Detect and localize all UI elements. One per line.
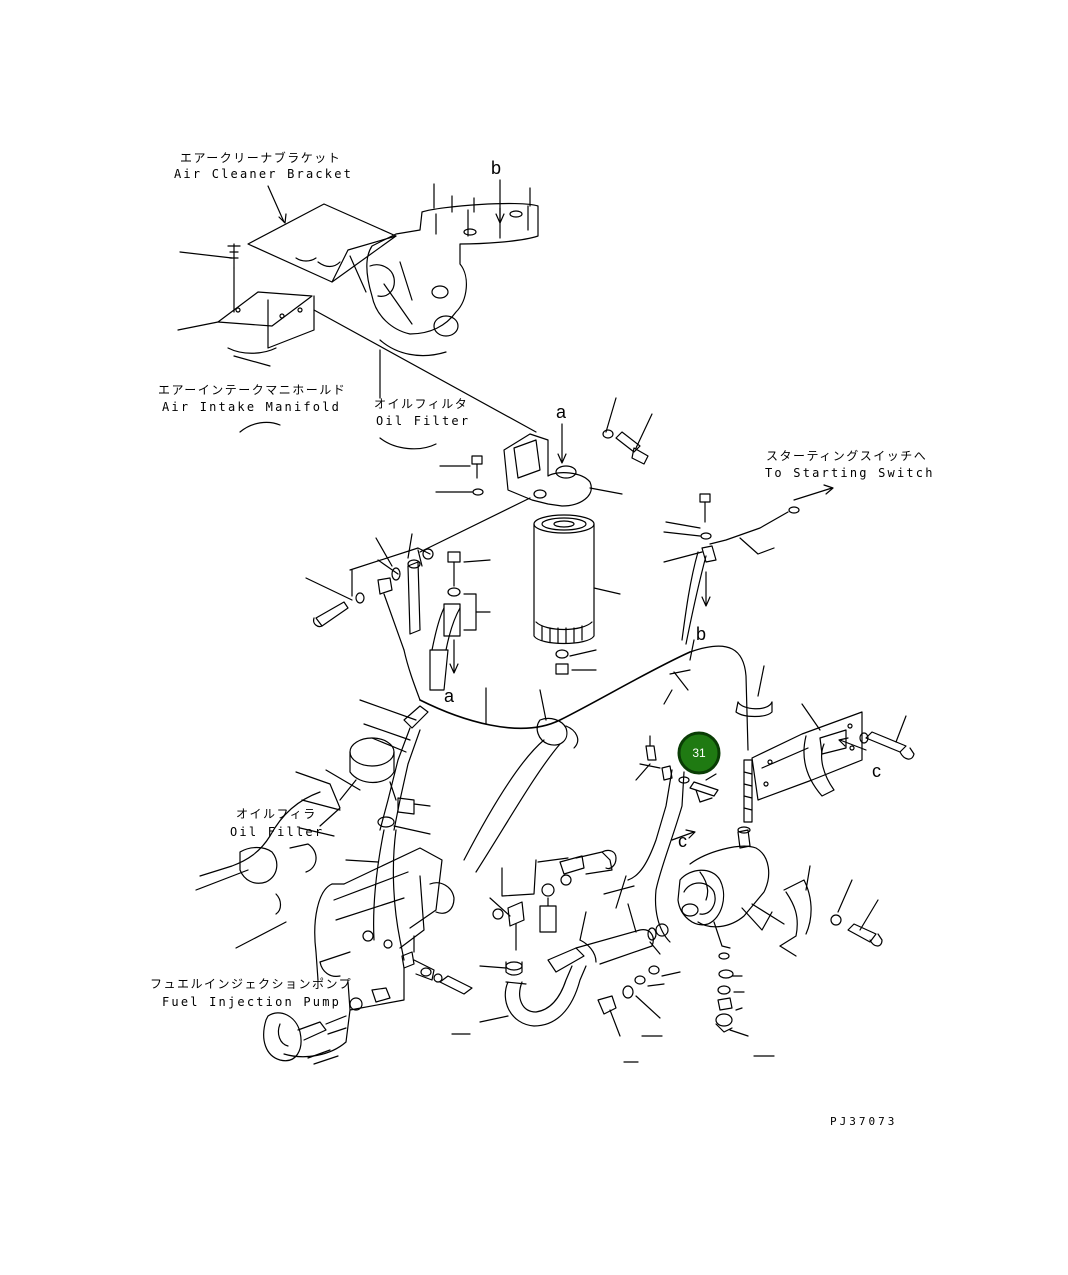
- starting-switch-label-jp: スターティングスイッチへ: [766, 449, 927, 463]
- air-cleaner-bracket: [227, 203, 397, 313]
- oil-filler-label: Oil Filler: [230, 825, 324, 839]
- ref-letter-a-bottom: a: [444, 686, 455, 706]
- ref-letter-c-right: c: [872, 761, 881, 781]
- fuel-injection-pump-label: Fuel Injection Pump: [162, 995, 341, 1009]
- ref-letter-a-top: a: [556, 402, 567, 422]
- ref-letter-c-left: c: [678, 831, 687, 851]
- right-bracket: [751, 703, 915, 957]
- air-intake-manifold-label-jp: エアーインテークマニホールド: [158, 383, 346, 397]
- air-cleaner-bracket-label: Air Cleaner Bracket: [174, 167, 353, 181]
- air-cleaner-bracket-label-jp: エアークリーナブラケット: [180, 150, 341, 165]
- fuel-injection-pump-label-jp: フュエルインジェクションポンプ: [150, 977, 352, 991]
- starting-switch-label: To Starting Switch: [765, 466, 935, 480]
- oil-filler-label-jp: オイルフィラ: [236, 807, 317, 821]
- air-intake-manifold: [366, 183, 539, 357]
- drawing-code: PJ37073: [830, 1115, 897, 1128]
- oil-filler-assembly: [195, 699, 431, 961]
- fuel-filter-assembly: [677, 759, 773, 1037]
- fuel-injection-pump: [263, 847, 473, 1065]
- oil-filter-head: [419, 397, 653, 553]
- label-leaders: [239, 179, 867, 841]
- sensor-wires: [627, 735, 719, 943]
- mounting-plate: [177, 251, 537, 433]
- oil-filter-label: Oil Filter: [376, 414, 470, 428]
- part-callout-31[interactable]: 31: [677, 731, 721, 775]
- ref-letter-b-bottom: b: [696, 624, 706, 644]
- misc-leaders: [451, 763, 785, 1063]
- lower-center-hoses: [479, 849, 681, 1037]
- oil-filter-label-jp: オイルフィルタ: [374, 397, 468, 411]
- filter-head-bolts: [435, 429, 649, 496]
- oil-filter-cartridge: [533, 514, 621, 675]
- center-pipe: [419, 551, 773, 873]
- air-intake-manifold-label: Air Intake Manifold: [162, 400, 341, 414]
- ref-letter-b-top: b: [491, 158, 501, 178]
- starting-switch-wire: [663, 493, 800, 563]
- left-hose-assembly: [305, 533, 491, 701]
- callout-number: 31: [692, 746, 706, 760]
